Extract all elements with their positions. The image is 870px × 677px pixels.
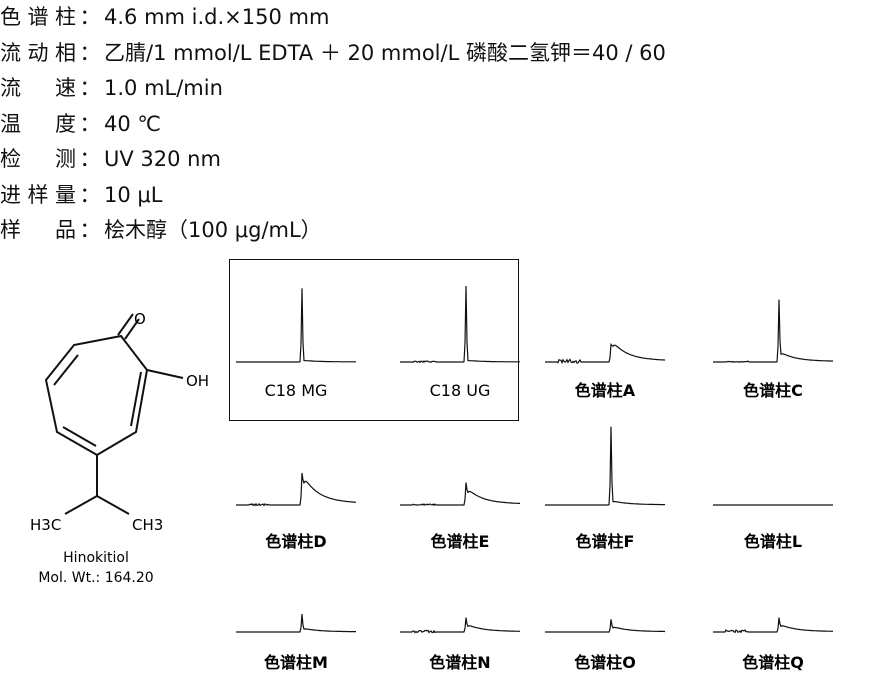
- molecular-weight: Mol. Wt.: 164.20: [38, 570, 153, 586]
- chromatogram-label: C18 MG: [265, 381, 328, 400]
- condition-value: 10 μL: [104, 182, 163, 207]
- condition-value: UV 320 nm: [104, 147, 221, 171]
- highlight-box: [229, 259, 519, 421]
- chromatogram-trace: [545, 426, 665, 506]
- ring-double-bond: [53, 354, 79, 386]
- condition-label: 流 速: [0, 76, 76, 100]
- chromatogram-label: C18 UG: [430, 381, 491, 400]
- condition-row: 温 度：40 ℃: [0, 107, 161, 141]
- condition-colon: ：: [79, 5, 101, 29]
- chromatogram-label: 色谱柱F: [576, 532, 635, 551]
- condition-row: 进样量：10 μL: [0, 178, 162, 212]
- methyl-left-label: H3C: [30, 516, 61, 534]
- chromatogram-trace: [545, 342, 665, 365]
- chromatogram-label: 色谱柱A: [575, 381, 636, 400]
- chromatogram-trace: [400, 482, 520, 507]
- chromatogram-trace: [400, 285, 520, 364]
- chromatogram-label: 色谱柱N: [429, 653, 490, 672]
- condition-label: 色谱柱: [0, 5, 76, 29]
- chromatogram-label: 色谱柱Q: [742, 653, 804, 672]
- compound-name: Hinokitiol: [63, 550, 129, 566]
- chromatogram-trace: [236, 613, 356, 633]
- isopropyl-bond: [64, 495, 98, 515]
- condition-row: 色谱柱：4.6 mm i.d.×150 mm: [0, 0, 329, 34]
- condition-value: 1.0 mL/min: [104, 76, 223, 100]
- hinokitiol-structure: O OH H3C CH3 Hinokitiol Mol. Wt.: 164.20: [30, 310, 209, 586]
- carbonyl-oxygen-label: O: [134, 310, 146, 328]
- condition-label: 检 测: [0, 147, 76, 171]
- carbonyl-bond: [124, 318, 140, 340]
- condition-colon: ：: [79, 40, 101, 65]
- chromatogram-label: 色谱柱L: [744, 532, 802, 551]
- condition-colon: ：: [79, 218, 101, 242]
- condition-colon: ：: [79, 147, 101, 171]
- condition-value: 桧木醇（100 μg/mL）: [104, 218, 322, 242]
- ring-double-bond: [62, 426, 97, 447]
- chromatogram-trace: [400, 617, 520, 634]
- chromatogram-trace: [545, 619, 665, 633]
- condition-value: 乙腈/1 mmol/L EDTA ＋ 20 mmol/L 磷酸二氢钾＝40 / …: [104, 40, 666, 65]
- condition-row: 检 测：UV 320 nm: [0, 142, 221, 176]
- condition-label: 流动相: [0, 40, 76, 65]
- isopropyl-bond: [96, 495, 130, 515]
- condition-row: 流 速：1.0 mL/min: [0, 71, 223, 105]
- chromatogram-label: 色谱柱O: [574, 653, 636, 672]
- condition-label: 进样量: [0, 182, 76, 207]
- condition-label: 温 度: [0, 111, 76, 136]
- hydroxyl-label: OH: [186, 372, 209, 390]
- chromatogram-trace: [713, 617, 833, 634]
- chromatogram-grid: C18 MG C18 UG 色谱柱A 色谱柱C 色谱柱D 色谱柱E 色谱柱F 色谱柱L 色谱柱M…: [236, 285, 834, 672]
- methyl-right-label: CH3: [132, 516, 163, 534]
- condition-row: 流动相：乙腈/1 mmol/L EDTA ＋ 20 mmol/L 磷酸二氢钾＝4…: [0, 36, 666, 70]
- condition-colon: ：: [79, 182, 101, 207]
- condition-value: 40 ℃: [104, 111, 161, 136]
- chromatogram-label: 色谱柱D: [265, 532, 326, 551]
- carbonyl-bond: [117, 313, 134, 336]
- condition-label: 样 品: [0, 218, 76, 242]
- chromatogram-label: 色谱柱M: [264, 653, 328, 672]
- chromatogram-label: 色谱柱C: [743, 381, 803, 400]
- condition-colon: ：: [79, 111, 101, 136]
- condition-colon: ：: [79, 76, 101, 100]
- tropolone-ring: [44, 334, 149, 457]
- condition-row: 样 品：桧木醇（100 μg/mL）: [0, 213, 322, 247]
- chromatogram-trace: [713, 299, 834, 363]
- chromatogram-label: 色谱柱E: [431, 532, 490, 551]
- hydroxyl-bond: [146, 369, 184, 379]
- chromatogram-trace: [236, 288, 356, 363]
- chromatogram-trace: [236, 472, 357, 507]
- ring-double-bond: [130, 371, 142, 427]
- condition-value: 4.6 mm i.d.×150 mm: [104, 5, 330, 29]
